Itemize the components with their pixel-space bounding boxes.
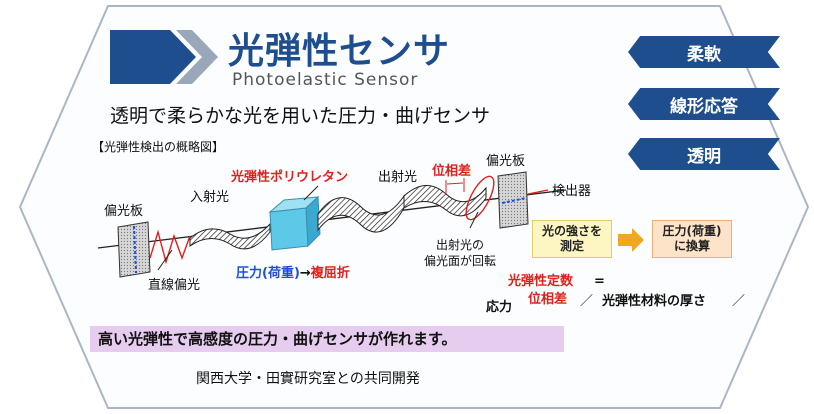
label-pressure-birefringence: 圧力(荷重)→複屈折 [236, 262, 350, 281]
label-detector: 検出器 [552, 184, 592, 199]
formula-slash-2: ／ [732, 294, 746, 309]
formula-lhs: 光弾性定数 [508, 274, 574, 289]
formula-stress: 応力 [486, 300, 513, 315]
polarizer-right-axis [501, 197, 527, 204]
feature-banner: 高い光弾性で高感度の圧力・曲げセンサが作れます。 [90, 326, 564, 352]
title-ja: 光弾性センサ [228, 31, 451, 72]
polyurethane-cube-front [269, 207, 309, 251]
formula-slash-1: ／ [580, 294, 594, 309]
formula-thickness: 光弾性材料の厚さ [602, 294, 707, 309]
measure-box-line2: 測定 [559, 239, 584, 253]
convert-box-line1: 圧力(荷重) [662, 224, 722, 238]
polarizer-left-plate [117, 221, 151, 278]
label-linear-polarization: 直線偏光 [148, 278, 201, 293]
incident-wave [189, 222, 271, 250]
title-en: Photoelastic Sensor [232, 70, 419, 90]
arrow-glyph: → [299, 266, 311, 281]
logo-chevron-icon [110, 30, 218, 84]
linear-polarized-wave [149, 229, 191, 265]
measure-box-line1: 光の強さを [541, 224, 602, 238]
tag-transparent: 透明 [628, 138, 780, 170]
beam-axis [97, 189, 567, 249]
linear-polarization-pointer [157, 249, 173, 271]
polarizer-left-axis [133, 225, 137, 274]
measure-box: 光の強さを 測定 [532, 220, 612, 258]
output-pointer [527, 189, 549, 195]
formula-numerator: 位相差 [528, 292, 568, 307]
tag-linear-response: 線形応答 [628, 88, 780, 120]
label-phase-difference: 位相差 [432, 164, 472, 179]
label-pressure: 圧力(荷重) [236, 266, 300, 281]
label-polarizer-left: 偏光板 [104, 204, 144, 219]
footer-credit: 関西大学・田實研究室との共同開発 [196, 371, 420, 387]
label-rotation-2: 偏光面が回転 [424, 254, 497, 268]
subtitle: 透明で柔らかな光を用いた圧力・曲げセンサ [110, 105, 491, 127]
diagram-caption: 【光弾性検出の概略図】 [92, 140, 225, 154]
label-polyurethane: 光弾性ポリウレタン [231, 170, 349, 185]
convert-arrow-icon [618, 228, 644, 252]
emitted-wave-1 [317, 194, 405, 233]
emitted-wave-2 [403, 185, 487, 217]
label-rotation-1: 出射光の [436, 238, 485, 252]
label-incident-light: 入射光 [190, 190, 230, 205]
phase-bracket-arrow [446, 182, 464, 185]
polyurethane-pointer [303, 185, 319, 201]
label-birefringence: 複屈折 [310, 266, 350, 281]
label-polarizer-right: 偏光板 [486, 154, 526, 169]
label-emitted-light: 出射光 [378, 170, 418, 185]
formula-equals: = [594, 274, 605, 289]
convert-box-line2: に換算 [673, 239, 710, 253]
polyurethane-cube-side [305, 195, 321, 248]
rotation-pointer [469, 211, 479, 229]
rotated-polarization-ellipse [465, 175, 495, 221]
convert-box: 圧力(荷重) に換算 [652, 220, 732, 258]
tag-flexible: 柔軟 [628, 36, 780, 68]
